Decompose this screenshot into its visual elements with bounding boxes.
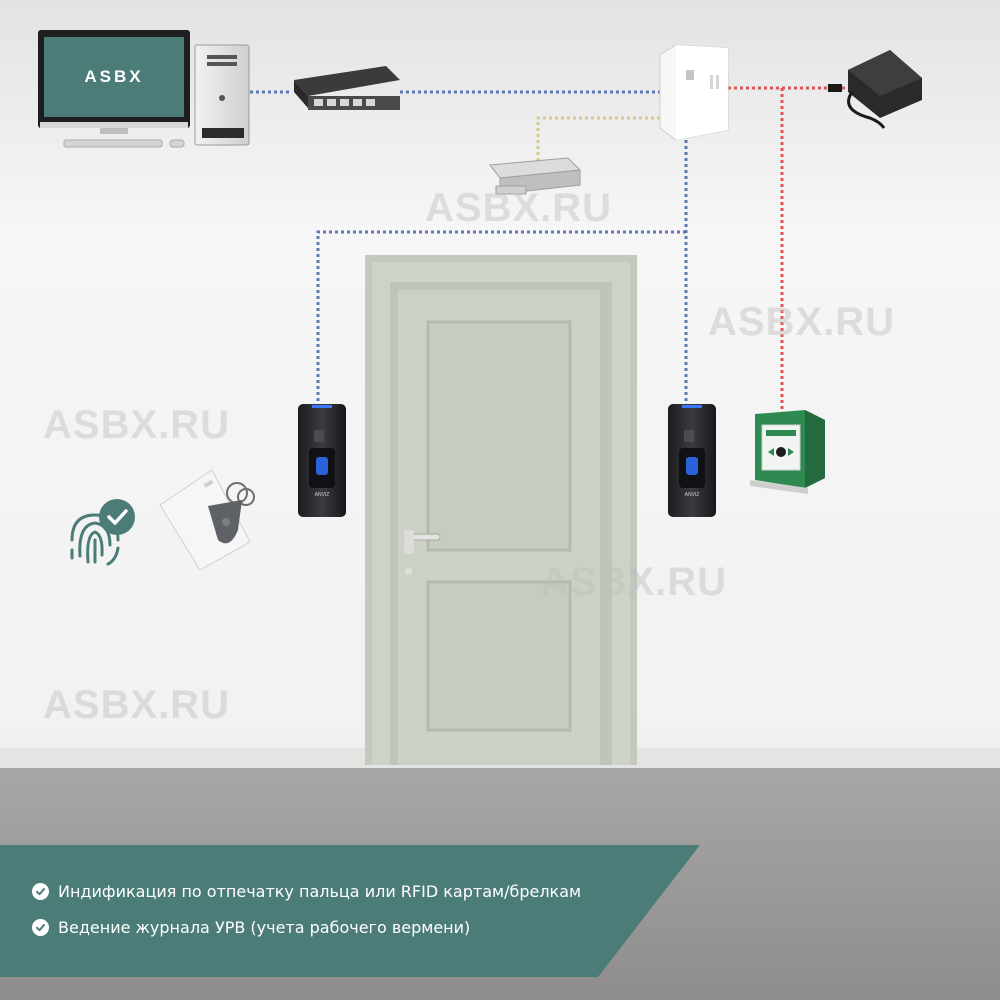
- controller-icon: [659, 44, 729, 141]
- features-banner: [0, 845, 700, 977]
- watermark: ASBX.RU: [425, 186, 613, 230]
- rfid-card-icon: [159, 469, 251, 571]
- monitor-icon: [38, 30, 190, 148]
- pc-tower-icon: [194, 44, 250, 146]
- check-circle-icon: [32, 883, 49, 900]
- watermark: ASBX.RU: [43, 403, 231, 447]
- watermark: ASBX.RU: [43, 683, 231, 727]
- key-fob-icon: [208, 482, 255, 544]
- exit-button[interactable]: [750, 410, 825, 494]
- watermark: ASBX.RU: [708, 300, 896, 344]
- power-supply-icon: [828, 50, 922, 129]
- door-panel-top: [426, 320, 572, 552]
- wiring: [250, 86, 852, 412]
- electromagnetic-lock-icon: [489, 157, 582, 195]
- reader-brand-left: ANVIZ: [315, 492, 330, 498]
- door: [365, 255, 637, 765]
- monitor-screen-text: ASBX: [84, 67, 144, 86]
- network-switch-icon: [294, 66, 400, 110]
- verified-check-icon: [99, 499, 135, 535]
- lock-line: [536, 116, 660, 162]
- feature-text: Индификация по отпечатку пальца или RFID…: [58, 882, 582, 901]
- watermark: ASBX.RU: [540, 560, 728, 604]
- check-circle-icon: [32, 919, 49, 936]
- reader-brand-right: ANVIZ: [685, 492, 700, 498]
- fingerprint-reader-left[interactable]: ANVIZ: [298, 404, 346, 517]
- door-panel-bottom: [426, 580, 572, 732]
- feature-item: Ведение журнала УРВ (учета рабочего верм…: [32, 918, 470, 937]
- fingerprint-reader-right[interactable]: ANVIZ: [668, 404, 716, 517]
- data-line-reader-left: [316, 230, 686, 405]
- feature-item: Индификация по отпечатку пальца или RFID…: [32, 882, 581, 901]
- feature-text: Ведение журнала УРВ (учета рабочего верм…: [58, 918, 471, 937]
